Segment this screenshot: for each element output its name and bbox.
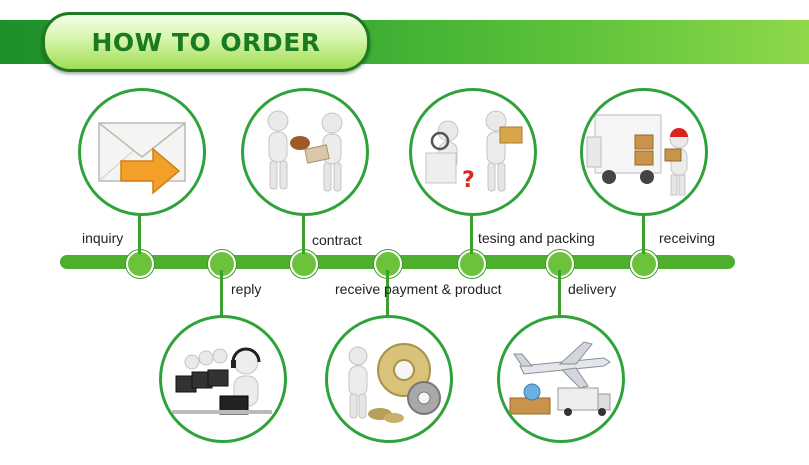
step-label-testing: tesing and packing — [478, 230, 595, 246]
svg-text:?: ? — [462, 168, 475, 193]
step-label-reply: reply — [231, 281, 261, 297]
stem-inquiry — [138, 210, 141, 254]
timeline-node-contract — [290, 250, 318, 278]
truck-unloading-icon — [583, 91, 705, 213]
inquiry-circle — [78, 88, 206, 216]
stem-testing — [470, 210, 473, 254]
step-label-inquiry: inquiry — [82, 230, 123, 246]
stem-receiving — [642, 210, 645, 254]
payment-gears-icon — [328, 318, 450, 440]
stem-reply — [220, 270, 223, 316]
step-label-receiving: receiving — [659, 230, 715, 246]
reply-circle — [159, 315, 287, 443]
timeline-node-receiving — [630, 250, 658, 278]
delivery-circle — [497, 315, 625, 443]
step-label-contract: contract — [312, 232, 362, 248]
stem-delivery — [558, 270, 561, 316]
stem-contract — [302, 210, 305, 254]
title-badge: HOW TO ORDER — [42, 12, 370, 72]
call-center-icon — [162, 318, 284, 440]
step-label-delivery: delivery — [568, 281, 616, 297]
envelope-arrow-icon — [81, 91, 203, 213]
payment-circle — [325, 315, 453, 443]
handshake-contract-icon — [244, 91, 366, 213]
timeline-node-testing — [458, 250, 486, 278]
airplane-truck-icon — [500, 318, 622, 440]
step-label-payment: receive payment & product — [335, 281, 502, 297]
contract-circle — [241, 88, 369, 216]
testing-packing-icon: ? — [412, 91, 534, 213]
page-title: HOW TO ORDER — [91, 28, 320, 57]
timeline-node-inquiry — [126, 250, 154, 278]
receiving-circle — [580, 88, 708, 216]
testing-circle: ? — [409, 88, 537, 216]
